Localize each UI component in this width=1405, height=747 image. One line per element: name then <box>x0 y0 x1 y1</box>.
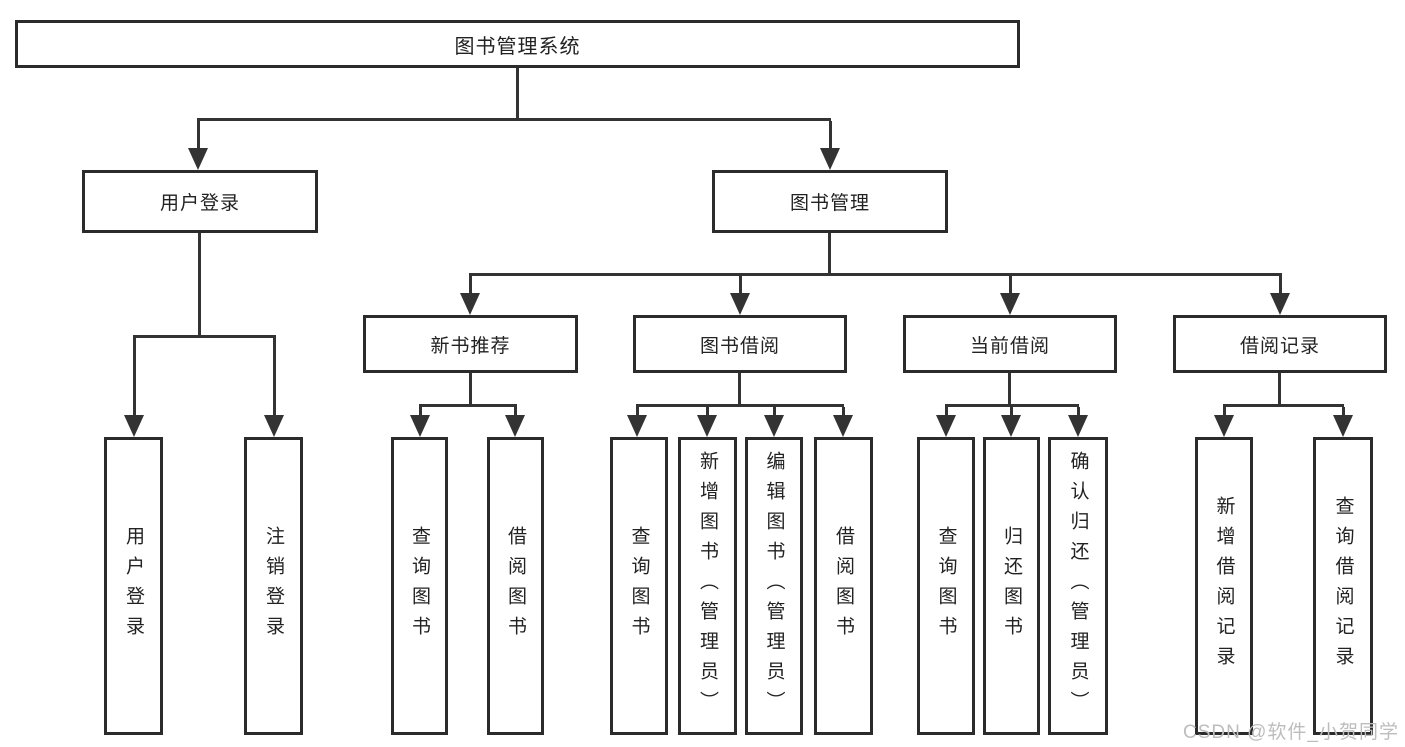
leaf-logout: 注销登录 <box>244 437 303 735</box>
connector-line <box>828 233 831 273</box>
connector-line <box>1008 373 1011 404</box>
connector-arrow-down-icon <box>730 276 750 315</box>
connector-arrow-down-icon <box>1001 407 1021 437</box>
connector-line <box>1278 373 1281 404</box>
connector-line <box>945 404 1079 407</box>
connector-arrow-down-icon <box>124 338 144 437</box>
connector-arrow-down-icon <box>833 407 853 437</box>
leaf-borrow-books-1: 借阅图书 <box>487 437 544 735</box>
node-label: 新书推荐 <box>430 335 511 357</box>
leaf-label: 查询图书 <box>628 526 650 646</box>
leaf-add-borrow-record: 新增借阅记录 <box>1195 437 1253 735</box>
connector-arrow-down-icon <box>1214 407 1234 437</box>
connector-arrow-down-icon <box>460 276 480 315</box>
leaf-label: 确认归还（管理员） <box>1067 451 1089 721</box>
leaf-label: 新增图书（管理员） <box>697 451 718 721</box>
connector-arrow-down-icon <box>1270 276 1290 315</box>
leaf-query-borrow-record: 查询借阅记录 <box>1313 437 1373 735</box>
connector-arrow-down-icon <box>264 338 284 437</box>
leaf-label: 注销登录 <box>263 526 284 646</box>
connector-arrow-down-icon <box>505 407 525 437</box>
connector-line <box>516 68 519 118</box>
connector-line <box>133 335 276 338</box>
watermark-text: CSDN @软件_小贺同学 <box>1183 722 1399 743</box>
leaf-label: 查询图书 <box>409 526 430 646</box>
connector-arrow-down-icon <box>188 121 208 170</box>
connector-arrow-down-icon <box>1068 407 1088 437</box>
node-user-login: 用户登录 <box>82 170 318 233</box>
node-book-management: 图书管理 <box>712 170 948 233</box>
leaf-label: 借阅图书 <box>833 526 854 646</box>
connector-arrow-down-icon <box>764 407 784 437</box>
connector-line <box>469 273 1282 276</box>
connector-line <box>419 404 517 407</box>
node-label: 图书借阅 <box>699 335 780 357</box>
connector-arrow-down-icon <box>820 121 840 170</box>
leaf-borrow-books-2: 借阅图书 <box>814 437 873 735</box>
connector-arrow-down-icon <box>410 407 430 437</box>
connector-arrow-down-icon <box>627 407 647 437</box>
node-book-borrowing: 图书借阅 <box>633 315 847 373</box>
node-current-borrowing: 当前借阅 <box>903 315 1117 373</box>
node-label: 图书管理系统 <box>454 35 581 58</box>
node-new-book-recommendation: 新书推荐 <box>363 315 578 373</box>
node-label: 当前借阅 <box>969 335 1050 357</box>
connector-arrow-down-icon <box>697 407 717 437</box>
leaf-label: 借阅图书 <box>505 526 526 646</box>
leaf-query-books-3: 查询图书 <box>917 437 975 735</box>
connector-arrow-down-icon <box>936 407 956 437</box>
node-label: 用户登录 <box>159 193 240 214</box>
leaf-query-books-2: 查询图书 <box>610 437 668 735</box>
connector-arrow-down-icon <box>1333 407 1353 437</box>
connector-arrow-down-icon <box>1000 276 1020 315</box>
leaf-label: 归还图书 <box>1001 526 1022 646</box>
node-borrowing-records: 借阅记录 <box>1173 315 1387 373</box>
node-library-management-system: 图书管理系统 <box>15 20 1020 68</box>
connector-line <box>198 233 201 335</box>
connector-line <box>1223 404 1344 407</box>
leaf-add-books-admin: 新增图书（管理员） <box>678 437 737 735</box>
leaf-label: 新增借阅记录 <box>1213 496 1235 676</box>
connector-line <box>197 118 831 121</box>
node-label: 借阅记录 <box>1239 335 1320 357</box>
leaf-query-books-1: 查询图书 <box>391 437 448 735</box>
leaf-user-login: 用户登录 <box>104 437 163 735</box>
connector-line <box>469 373 472 404</box>
node-label: 图书管理 <box>789 193 870 214</box>
connector-line <box>636 404 844 407</box>
leaf-edit-books-admin: 编辑图书（管理员） <box>745 437 803 735</box>
leaf-label: 用户登录 <box>123 526 144 646</box>
leaf-return-books: 归还图书 <box>983 437 1040 735</box>
leaf-label: 查询图书 <box>935 526 957 646</box>
connector-line <box>738 373 741 404</box>
leaf-label: 编辑图书（管理员） <box>763 451 785 721</box>
leaf-label: 查询借阅记录 <box>1332 496 1354 676</box>
leaf-confirm-return-admin: 确认归还（管理员） <box>1048 437 1108 735</box>
